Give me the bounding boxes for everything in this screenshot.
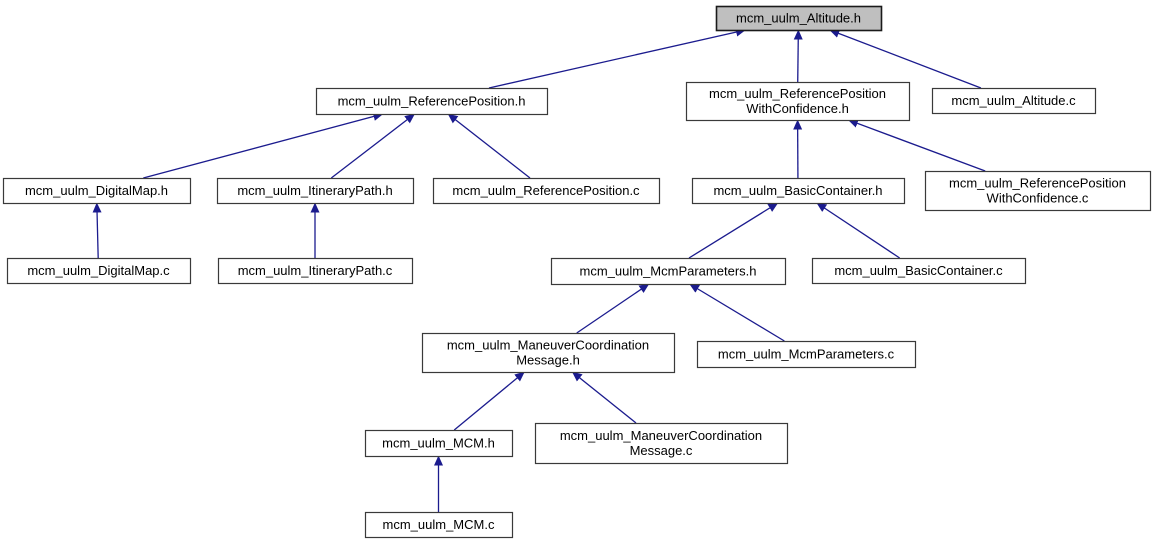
node-label: mcm_uulm_ReferencePosition (709, 86, 886, 101)
include-edge-mcmparameters_c-to-mcmparameters_h (690, 284, 785, 341)
node-label: mcm_uulm_ReferencePosition.c (452, 183, 640, 198)
node-label: WithConfidence.c (987, 191, 1089, 206)
node-label: mcm_uulm_ItineraryPath.c (238, 263, 393, 278)
include-edge-refpos_h-to-altitude_h (489, 30, 745, 88)
include-edge-mcmparameters_h-to-basiccontainer_h (689, 203, 778, 258)
graph-node-itinerarypath_h[interactable]: mcm_uulm_ItineraryPath.h (218, 179, 414, 204)
node-label: mcm_uulm_Altitude.c (951, 93, 1076, 108)
node-label: mcm_uulm_ManeuverCoordination (560, 428, 762, 443)
graph-node-refposwc_h[interactable]: mcm_uulm_ReferencePositionWithConfidence… (687, 83, 910, 121)
graph-node-basiccontainer_h[interactable]: mcm_uulm_BasicContainer.h (693, 179, 905, 204)
include-edge-refposwc_h-to-altitude_h (798, 30, 799, 82)
graph-node-digitalmap_c[interactable]: mcm_uulm_DigitalMap.c (8, 259, 191, 284)
include-edge-itinerarypath_h-to-refpos_h (331, 114, 414, 178)
graph-nodes: mcm_uulm_Altitude.h mcm_uulm_ReferencePos… (4, 7, 1151, 538)
graph-node-altitude_c[interactable]: mcm_uulm_Altitude.c (933, 89, 1096, 114)
node-label: mcm_uulm_MCM.c (383, 517, 495, 532)
graph-node-mcm_h[interactable]: mcm_uulm_MCM.h (366, 431, 513, 457)
include-edge-mcm_h-to-mcmmessage_h (454, 372, 524, 430)
graph-node-basiccontainer_c[interactable]: mcm_uulm_BasicContainer.c (813, 259, 1026, 284)
graph-node-refposwc_c[interactable]: mcm_uulm_ReferencePositionWithConfidence… (926, 172, 1151, 211)
node-label: WithConfidence.h (746, 101, 849, 116)
node-label: Message.h (516, 353, 580, 368)
graph-node-mcmparameters_h[interactable]: mcm_uulm_McmParameters.h (552, 259, 786, 285)
node-label: mcm_uulm_BasicContainer.c (834, 263, 1003, 278)
include-edge-refposwc_c-to-refposwc_h (848, 120, 985, 171)
include-edge-basiccontainer_c-to-basiccontainer_h (817, 203, 900, 258)
include-edge-refpos_c-to-refpos_h (448, 114, 530, 178)
node-label: mcm_uulm_DigitalMap.c (27, 263, 170, 278)
graph-node-altitude_h[interactable]: mcm_uulm_Altitude.h (717, 7, 882, 31)
node-label: mcm_uulm_ManeuverCoordination (447, 338, 649, 353)
node-label: Message.c (630, 443, 693, 458)
node-label: mcm_uulm_McmParameters.c (718, 347, 895, 362)
graph-node-mcm_c[interactable]: mcm_uulm_MCM.c (366, 513, 513, 538)
node-label: mcm_uulm_ReferencePosition.h (338, 94, 526, 109)
graph-node-itinerarypath_c[interactable]: mcm_uulm_ItineraryPath.c (219, 259, 413, 284)
node-label: mcm_uulm_MCM.h (382, 436, 495, 451)
node-label: mcm_uulm_ReferencePosition (949, 176, 1126, 191)
include-edge-digitalmap_c-to-digitalmap_h (97, 203, 98, 258)
include-edge-mcmmessage_c-to-mcmmessage_h (572, 372, 636, 423)
graph-node-digitalmap_h[interactable]: mcm_uulm_DigitalMap.h (4, 179, 191, 204)
node-label: mcm_uulm_DigitalMap.h (25, 183, 168, 198)
graph-node-refpos_h[interactable]: mcm_uulm_ReferencePosition.h (317, 89, 548, 115)
include-edge-mcmmessage_h-to-mcmparameters_h (577, 284, 649, 333)
node-label: mcm_uulm_BasicContainer.h (713, 183, 882, 198)
node-label: mcm_uulm_Altitude.h (736, 11, 861, 26)
include-edge-altitude_c-to-altitude_h (830, 30, 981, 88)
graph-node-mcmparameters_c[interactable]: mcm_uulm_McmParameters.c (698, 342, 916, 368)
node-label: mcm_uulm_McmParameters.h (580, 264, 757, 279)
node-label: mcm_uulm_ItineraryPath.h (237, 183, 392, 198)
graph-node-refpos_c[interactable]: mcm_uulm_ReferencePosition.c (434, 179, 660, 204)
include-edge-digitalmap_h-to-refpos_h (143, 114, 383, 178)
